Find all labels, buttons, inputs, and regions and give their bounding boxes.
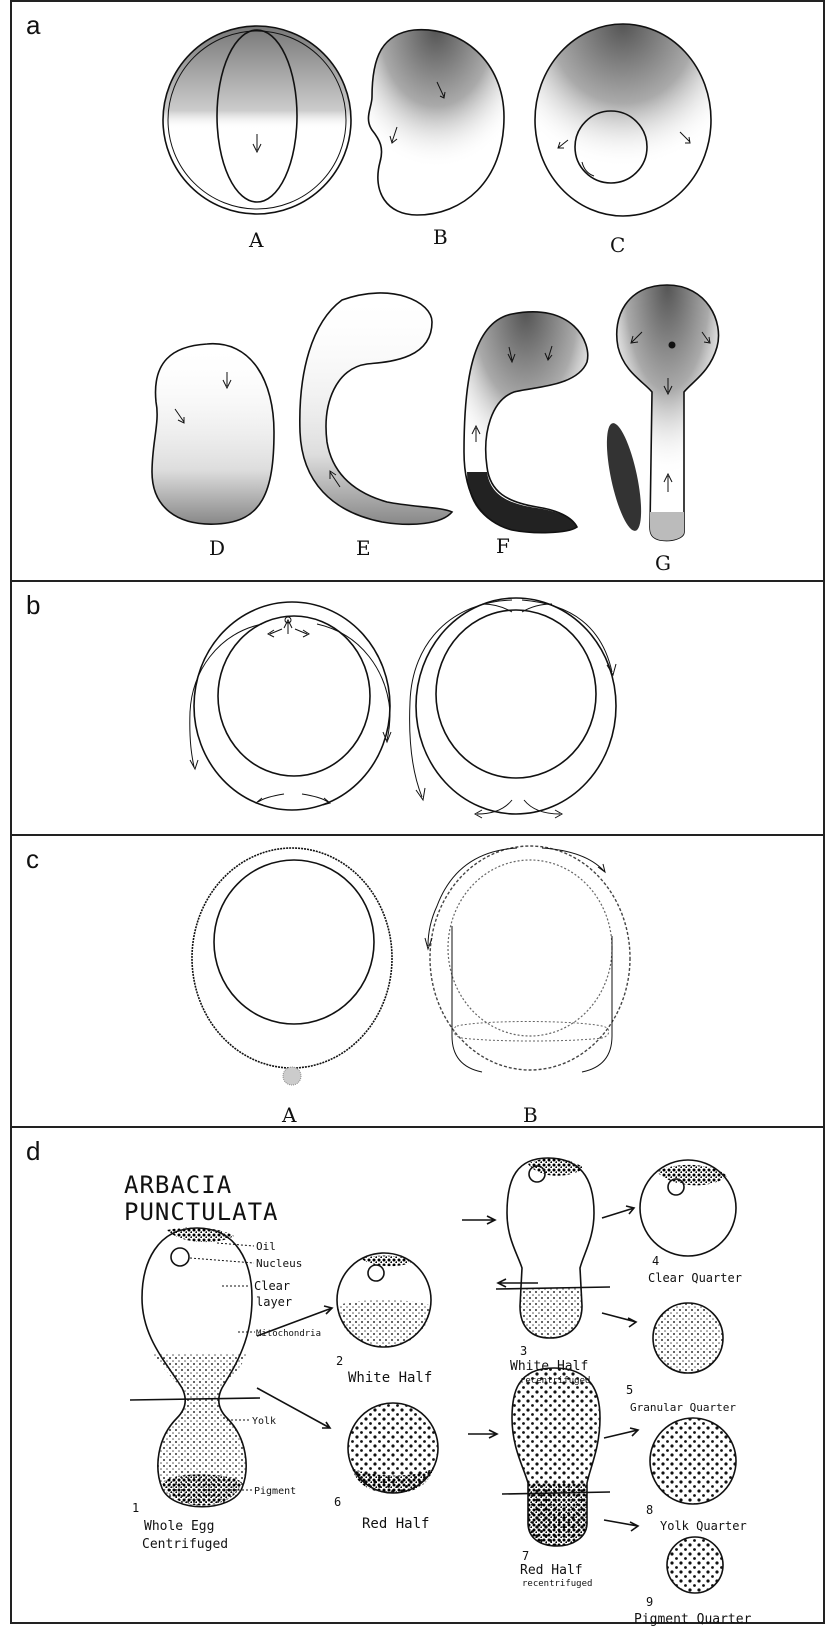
stage-label-f: F	[496, 534, 510, 558]
fragment-4-number: 4	[652, 1254, 659, 1268]
stage-label-a: A	[248, 228, 264, 252]
egg-left-drawing	[190, 602, 391, 810]
fragment-1-line2: Centrifuged	[142, 1537, 228, 1552]
egg-c-a-drawing	[192, 848, 392, 1085]
clear-quarter-drawing	[640, 1160, 736, 1256]
fragment-9-number: 9	[646, 1595, 653, 1609]
arrow-to-5	[602, 1313, 636, 1327]
yolk-quarter-drawing	[650, 1418, 736, 1504]
layer-label-oil: Oil	[256, 1240, 276, 1253]
fragment-2-number: 2	[336, 1354, 343, 1368]
white-half-recentrifuged-drawing	[496, 1158, 610, 1338]
fragment-2-name: White Half	[348, 1370, 432, 1386]
panel-b-drawing	[12, 582, 827, 836]
stage-a-drawing	[163, 26, 351, 214]
title-line2: PUNCTULATA	[124, 1198, 279, 1226]
fragment-7-line1: Red Half	[520, 1563, 583, 1578]
stage-label-e: E	[356, 536, 371, 560]
fragment-3-number: 3	[520, 1344, 527, 1358]
stage-label-g: G	[655, 551, 671, 575]
fragment-8-number: 8	[646, 1503, 653, 1517]
stage-f-drawing	[464, 312, 588, 533]
granular-quarter-drawing	[653, 1303, 723, 1373]
arrow-to-3	[462, 1216, 495, 1224]
fragment-7-line2: recentrifuged	[522, 1579, 592, 1589]
arrow-to-9	[604, 1520, 638, 1531]
layer-label-pigment: Pigment	[254, 1486, 296, 1497]
panel-c-drawing: A B	[12, 836, 827, 1128]
egg-right-drawing	[410, 598, 616, 818]
panel-a: a	[10, 0, 825, 580]
white-half-drawing	[337, 1253, 431, 1347]
layer-label-mitochondria: Mitochondria	[256, 1329, 321, 1339]
red-half-drawing	[348, 1403, 438, 1493]
panel-d-drawing: ARBACIA PUNCTULATA Oil Nucleus	[12, 1128, 827, 1626]
layer-label-clear-1: Clear	[254, 1279, 290, 1293]
panel-a-drawing: A B C	[12, 2, 827, 582]
layer-label-nucleus: Nucleus	[256, 1257, 302, 1270]
stage-e-drawing	[300, 293, 452, 524]
fragment-6-name: Red Half	[362, 1516, 429, 1532]
stage-label-c-a: A	[281, 1103, 297, 1127]
stage-label-c-b: B	[523, 1103, 538, 1127]
fragment-5-name: Granular Quarter	[630, 1401, 736, 1414]
stage-label-d: D	[209, 536, 225, 560]
arrow-to-8	[604, 1428, 638, 1438]
red-half-recentrifuged-drawing	[502, 1368, 610, 1546]
fragment-6-number: 6	[334, 1495, 341, 1509]
stage-d-drawing	[152, 344, 274, 524]
fragment-7-number: 7	[522, 1549, 529, 1563]
pigment-quarter-drawing	[667, 1537, 723, 1593]
fragment-1-number: 1	[132, 1501, 139, 1515]
stage-label-b: B	[433, 225, 448, 249]
fragment-5-number: 5	[626, 1383, 633, 1397]
fragment-8-name: Yolk Quarter	[660, 1519, 747, 1533]
stage-b-drawing	[368, 30, 504, 215]
layer-label-yolk: Yolk	[252, 1416, 276, 1427]
fragment-1-line1: Whole Egg	[144, 1519, 214, 1534]
stage-c-drawing	[535, 24, 711, 216]
arrow-to-4	[602, 1206, 634, 1218]
split-arrows	[257, 1306, 332, 1428]
title-line1: ARBACIA	[124, 1171, 232, 1199]
stage-label-c: C	[610, 233, 625, 257]
panel-b: b	[10, 580, 825, 834]
stage-g-drawing	[600, 285, 719, 541]
whole-egg-drawing	[130, 1228, 260, 1507]
layer-label-clear-2: layer	[256, 1295, 292, 1309]
arrow-to-7	[468, 1430, 497, 1438]
fragment-4-name: Clear Quarter	[648, 1271, 742, 1285]
egg-c-b-drawing	[425, 846, 630, 1072]
panel-c: c A B	[10, 834, 825, 1126]
panel-d: d ARBACIA PUNCTULATA	[10, 1126, 825, 1624]
